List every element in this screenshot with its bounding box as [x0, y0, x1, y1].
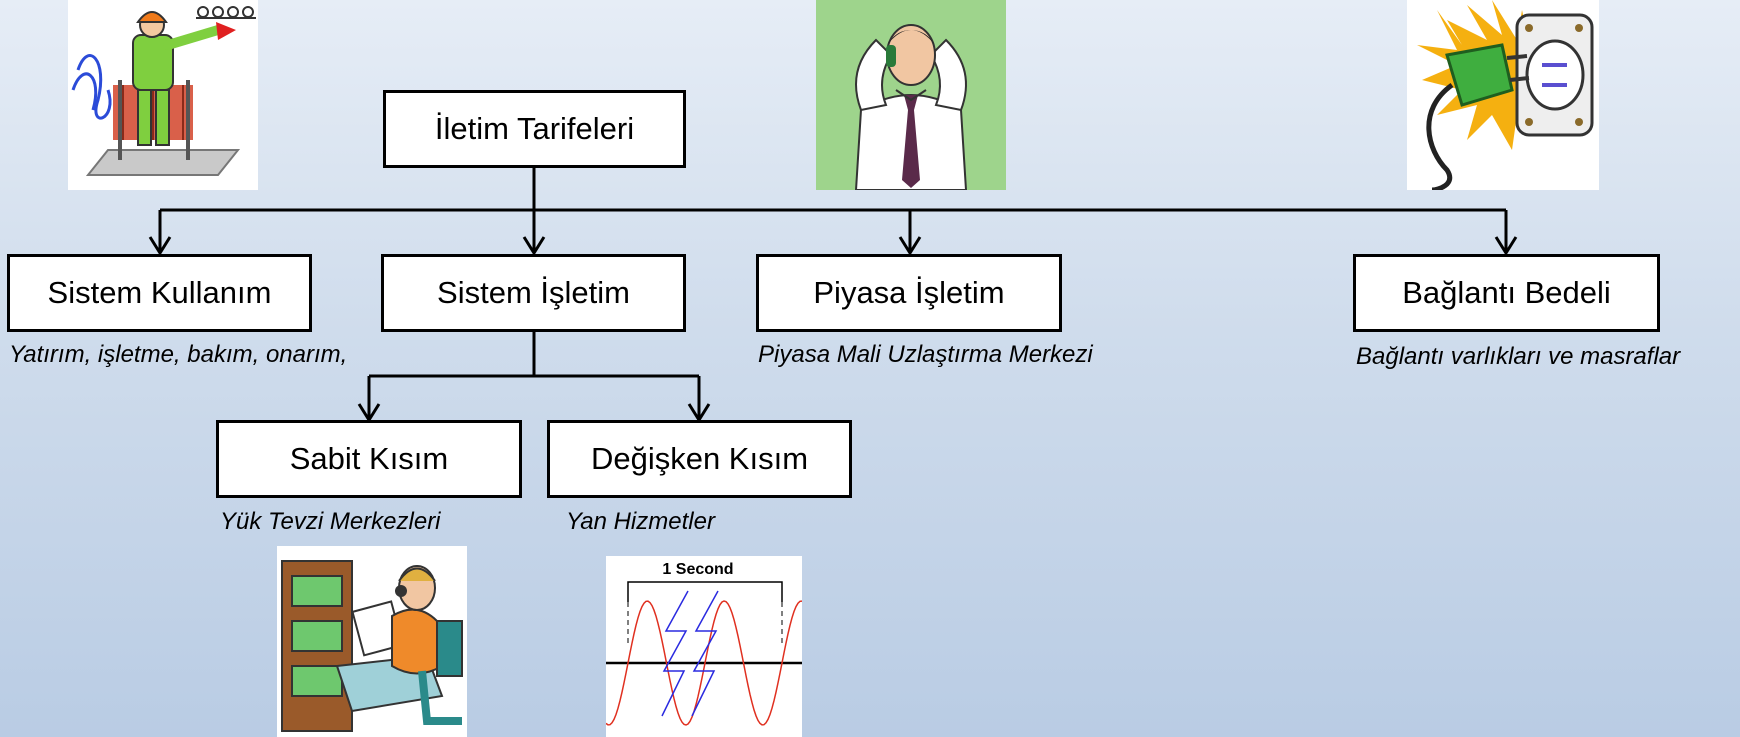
frequency-waveform-icon: 1 Second	[606, 556, 802, 737]
root-label: İletim Tarifeleri	[434, 111, 635, 146]
sistem-kullanim-label: Sistem Kullanım	[47, 275, 272, 310]
electric-plug-socket-icon	[1407, 0, 1599, 190]
note-sabit-kisim: Yük Tevzi Merkezleri	[220, 508, 441, 535]
sabit-kisim-label: Sabit Kısım	[289, 441, 449, 476]
box-piyasa-isletim: Piyasa İşletim	[756, 254, 1062, 332]
piyasa-isletim-label: Piyasa İşletim	[813, 275, 1005, 310]
box-sistem-isletim: Sistem İşletim	[381, 254, 686, 332]
note-piyasa-isletim: Piyasa Mali Uzlaştırma Merkezi	[758, 341, 1093, 368]
note-degisken-kisim: Yan Hizmetler	[566, 508, 715, 535]
degisken-kisim-label: Değişken Kısım	[590, 441, 809, 476]
lineman-worker-icon	[68, 0, 258, 190]
box-sistem-kullanim: Sistem Kullanım	[7, 254, 312, 332]
baglanti-bedeli-label: Bağlantı Bedeli	[1402, 275, 1611, 310]
box-degisken-kisim: Değişken Kısım	[547, 420, 852, 498]
note-baglanti-bedeli: Bağlantı varlıkları ve masraflar	[1356, 343, 1681, 370]
stressed-businessman-icon	[816, 0, 1006, 190]
note-sistem-kullanim: Yatırım, işletme, bakım, onarım,	[9, 341, 348, 368]
waveform-label: 1 Second	[662, 561, 733, 578]
sistem-isletim-label: Sistem İşletim	[437, 275, 630, 310]
root-box-iletim-tarifeleri: İletim Tarifeleri	[383, 90, 686, 168]
control-room-operator-icon	[277, 546, 467, 737]
box-sabit-kisim: Sabit Kısım	[216, 420, 522, 498]
box-baglanti-bedeli: Bağlantı Bedeli	[1353, 254, 1660, 332]
